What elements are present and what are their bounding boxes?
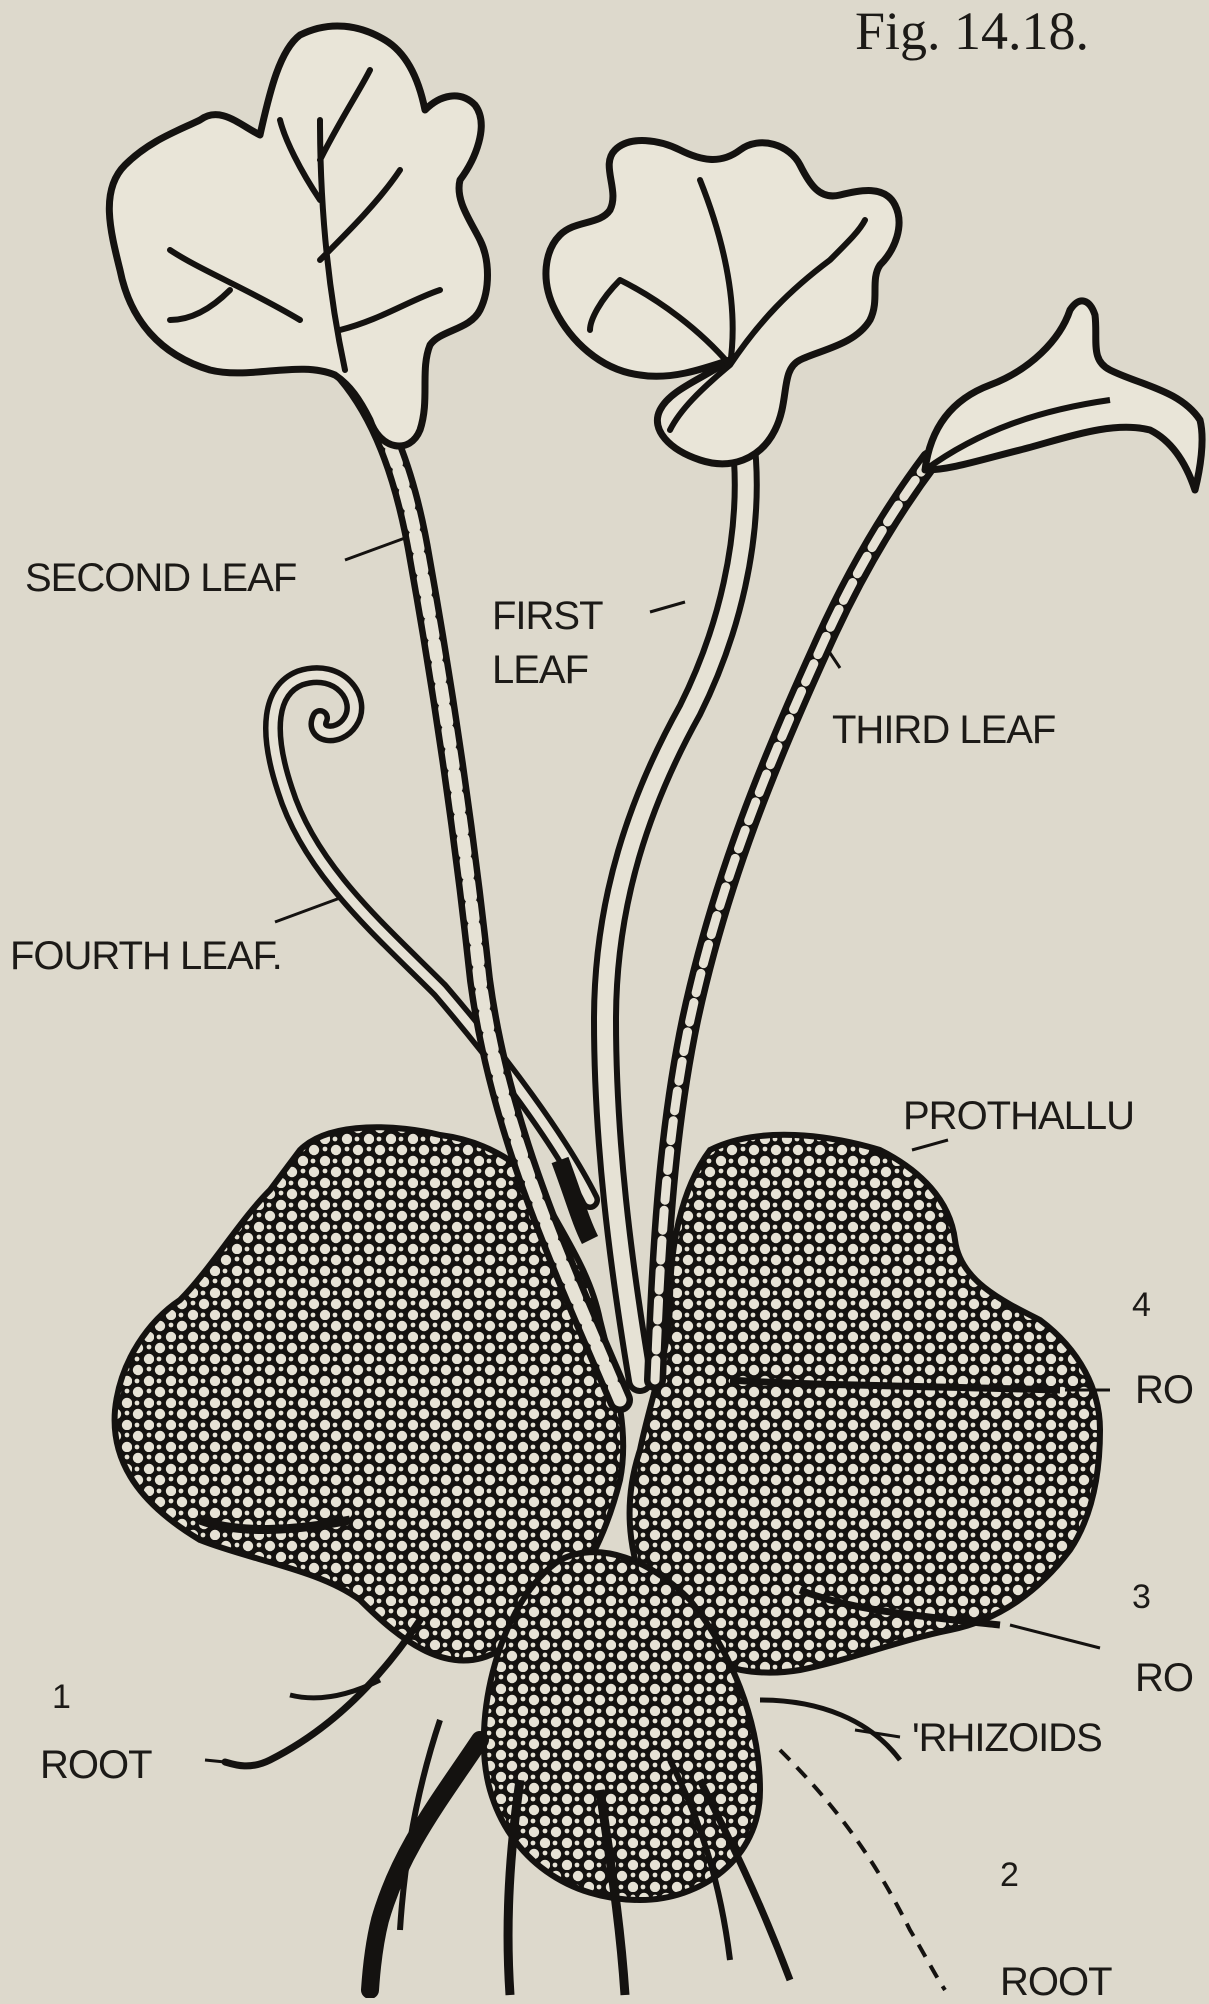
label-prothallus: PROTHALLU [903, 1096, 1134, 1136]
label-third-leaf: THIRD LEAF [832, 710, 1055, 750]
label-first-leaf-line1: FIRST [492, 596, 603, 636]
label-root1-text: ROOT [40, 1745, 152, 1785]
label-root1-number: 1 [52, 1680, 71, 1714]
leader-fourth-leaf [275, 898, 340, 922]
label-root3-number: 3 [1132, 1580, 1151, 1614]
label-fourth-leaf: FOURTH LEAF. [10, 936, 282, 976]
label-second-leaf: SECOND LEAF [25, 558, 296, 598]
label-root2-text: ROOT [1000, 1962, 1112, 2002]
leader-prothallus [912, 1140, 948, 1150]
figure-caption: Fig. 14.18. [855, 4, 1089, 58]
leader-root1 [205, 1760, 225, 1762]
label-root3-text: RO [1135, 1658, 1193, 1698]
leader-root3 [1010, 1625, 1100, 1648]
label-root2-number: 2 [1000, 1858, 1019, 1892]
label-root4-number: 4 [1132, 1288, 1151, 1322]
label-first-leaf-line2: LEAF [492, 650, 588, 690]
leader-second-leaf [345, 538, 405, 560]
label-rhizoids: 'RHIZOIDS [912, 1718, 1102, 1758]
leader-third-leaf [828, 650, 840, 668]
label-root4-text: RO [1135, 1370, 1193, 1410]
leader-first-leaf [650, 602, 685, 612]
